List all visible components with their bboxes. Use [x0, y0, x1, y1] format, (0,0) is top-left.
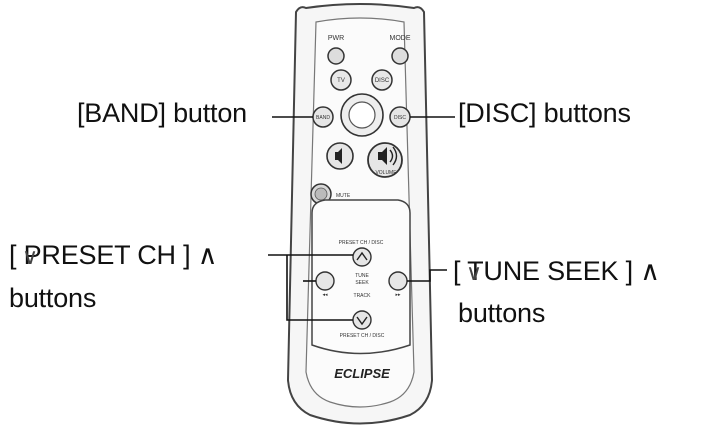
brand-logo: ECLIPSE [334, 366, 390, 381]
mute-label: MUTE [336, 193, 351, 199]
tune-seek-callout-line2: buttons [458, 298, 546, 328]
tune-label-line1: TUNE [355, 273, 369, 279]
center-knob [348, 101, 376, 129]
disc-top-button [371, 69, 393, 91]
disc-button-label: DISC [394, 115, 406, 121]
tune-left-button [315, 271, 335, 291]
preset-top-label: PRESET CH / DISC [339, 240, 384, 246]
lower-panel [311, 199, 411, 355]
power-button [327, 47, 345, 65]
mode-label: MODE [390, 35, 411, 42]
tv-button [330, 69, 352, 91]
speaker-small-icon [335, 148, 342, 164]
tune-right-button [388, 271, 408, 291]
tune-down-glyph: ∨ [466, 260, 482, 285]
speaker-large-icon [378, 147, 387, 165]
band-button-callout: [BAND] button [77, 98, 247, 128]
tune-leader-line-right [407, 269, 447, 282]
rewind-glyph: ◂◂ [322, 292, 328, 298]
tune-seek-callout-line1: [ TUNE SEEK ] ∧ [453, 256, 660, 286]
disc-buttons-callout: [DISC] buttons [458, 98, 631, 128]
volume-label: VOLUME [375, 170, 397, 176]
down-arrow-icon [356, 316, 368, 326]
mode-button [391, 47, 409, 65]
up-arrow-icon [356, 251, 368, 261]
sound-waves-icon [389, 146, 398, 166]
disc-top-label: DISC [375, 78, 390, 84]
power-label: PWR [328, 35, 344, 42]
preset-ch-callout-line2: buttons [9, 283, 97, 313]
preset-bottom-label: PRESET CH / DISC [340, 333, 385, 339]
preset-up-button [352, 247, 372, 267]
preset-ch-callout-line1: [ PRESET CH ] ∧ [9, 240, 218, 270]
forward-glyph: ▸▸ [395, 292, 401, 298]
track-label: TRACK [354, 293, 372, 299]
tv-label: TV [337, 78, 345, 84]
preset-down-glyph: ∨ [22, 244, 38, 269]
preset-down-button [352, 310, 372, 330]
band-button-label: BAND [316, 115, 330, 121]
tune-label-line2: SEEK [355, 280, 369, 286]
preset-leader-line-down [286, 255, 353, 321]
mute-button-inner [314, 187, 328, 201]
